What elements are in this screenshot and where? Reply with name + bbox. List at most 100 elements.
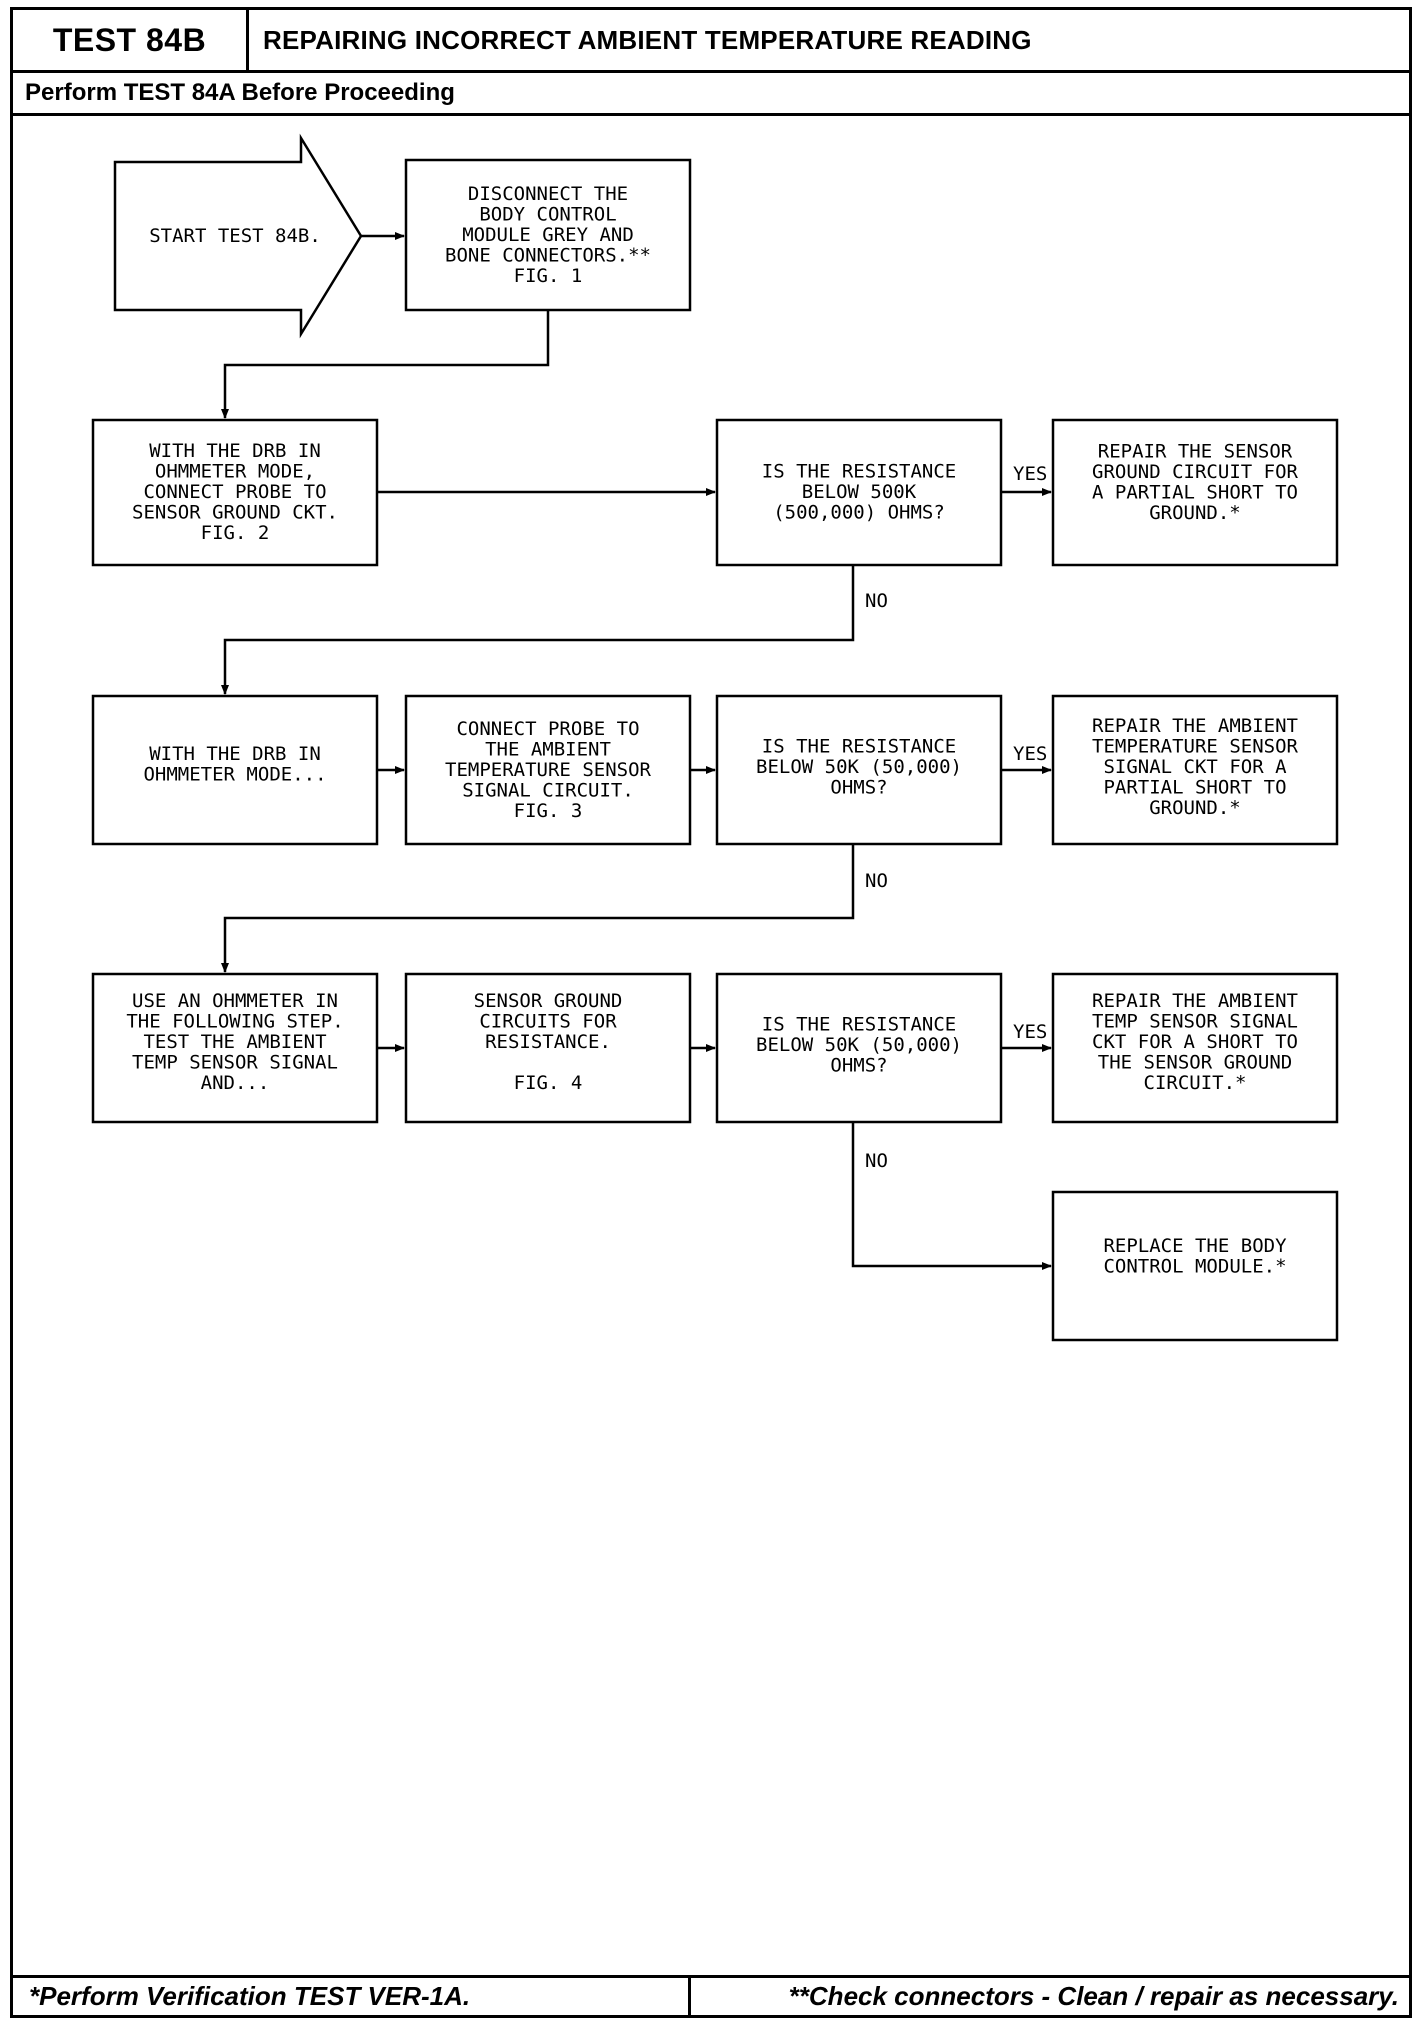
text-line: REPAIR THE AMBIENT (1092, 715, 1298, 737)
test-id: TEST 84B (13, 10, 249, 70)
text-line: TEST THE AMBIENT (143, 1031, 326, 1053)
text-line: WITH THE DRB IN (149, 440, 321, 462)
text-line: BELOW 500K (802, 481, 917, 503)
text-line: SENSOR GROUND (474, 990, 623, 1012)
text-line: BELOW 50K (50,000) (756, 756, 962, 778)
yes-label: YES (1013, 463, 1047, 485)
text-line: RESISTANCE. (485, 1031, 611, 1053)
text-line: TEMPERATURE SENSOR (445, 759, 651, 781)
footer-divider (13, 1975, 1409, 1978)
footer-note-connectors: **Check connectors - Clean / repair as n… (788, 1981, 1399, 2011)
text-line: (500,000) OHMS? (773, 502, 945, 524)
header-divider (13, 70, 1409, 73)
text-line: IS THE RESISTANCE (762, 461, 956, 483)
text-line: BONE CONNECTORS.** (445, 245, 651, 267)
no-label: NO (865, 870, 888, 892)
text-line: SIGNAL CIRCUIT. (462, 780, 634, 802)
text-line: USE AN OHMMETER IN (132, 990, 338, 1012)
text-line: CIRCUITS FOR (479, 1011, 617, 1033)
text-line: CIRCUIT.* (1144, 1072, 1247, 1094)
text-line: FIG. 1 (514, 265, 583, 287)
text-line: THE AMBIENT (485, 739, 611, 761)
page-subtitle: Perform TEST 84A Before Proceeding (25, 79, 455, 106)
text-line: REPLACE THE BODY (1103, 1235, 1287, 1257)
text-line: BODY CONTROL (479, 204, 616, 226)
text-line: TEMP SENSOR SIGNAL (1092, 1011, 1298, 1033)
text-line: THE SENSOR GROUND (1098, 1052, 1292, 1074)
text-line: A PARTIAL SHORT TO (1092, 481, 1298, 503)
text-line: REPAIR THE AMBIENT (1092, 990, 1298, 1012)
text-line: CONNECT PROBE TO (143, 481, 326, 503)
text-line: FIG. 4 (514, 1072, 583, 1094)
text-line: AND... (201, 1072, 270, 1094)
text-line: CKT FOR A SHORT TO (1092, 1031, 1298, 1053)
text-line: OHMS? (830, 1055, 887, 1077)
connectors (221, 232, 1052, 1270)
text-line: FIG. 2 (201, 522, 270, 544)
header-divider (13, 113, 1409, 116)
text-line: IS THE RESISTANCE (762, 736, 956, 758)
start-text: START TEST 84B. (149, 225, 321, 247)
no-label: NO (865, 590, 888, 612)
text-line: OHMMETER MODE... (143, 763, 326, 785)
page-title: REPAIRING INCORRECT AMBIENT TEMPERATURE … (263, 24, 1032, 55)
footer-divider (688, 1975, 691, 2015)
text-line: CONTROL MODULE.* (1103, 1255, 1286, 1277)
text-line: SENSOR GROUND CKT. (132, 502, 338, 524)
text-line: START TEST 84B. (149, 225, 321, 247)
text-line: TEMPERATURE SENSOR (1092, 736, 1298, 758)
text-line: REPAIR THE SENSOR (1098, 440, 1293, 462)
connector-q2-no (221, 844, 855, 973)
text-line: SIGNAL CKT FOR A (1103, 756, 1287, 778)
text-line: TEMP SENSOR SIGNAL (132, 1052, 338, 1074)
yes-label: YES (1013, 1021, 1047, 1043)
text-line: CONNECT PROBE TO (456, 718, 639, 740)
text-line: GROUND CIRCUIT FOR (1092, 461, 1298, 483)
text-line: FIG. 3 (514, 800, 583, 822)
text-line: OHMS? (830, 777, 887, 799)
text-line: PARTIAL SHORT TO (1103, 777, 1286, 799)
text-line: GROUND.* (1149, 797, 1241, 819)
footer-note-verification: *Perform Verification TEST VER-1A. (29, 1981, 471, 2011)
text-line: IS THE RESISTANCE (762, 1014, 956, 1036)
connector-disconnect-ground (221, 310, 550, 419)
start-node: START TEST 84B. (113, 133, 363, 339)
connector-q3-no (851, 1122, 1052, 1270)
text-line: MODULE GREY AND (462, 224, 634, 246)
text-line: OHMMETER MODE, (155, 461, 315, 483)
diagnostic-page: TEST 84B REPAIRING INCORRECT AMBIENT TEM… (10, 7, 1412, 2018)
text-line: DISCONNECT THE (468, 183, 628, 205)
text-line: WITH THE DRB IN (149, 743, 321, 765)
yes-label: YES (1013, 743, 1047, 765)
connector-q1-no (221, 565, 855, 695)
no-label: NO (865, 1150, 888, 1172)
text-line: BELOW 50K (50,000) (756, 1034, 962, 1056)
